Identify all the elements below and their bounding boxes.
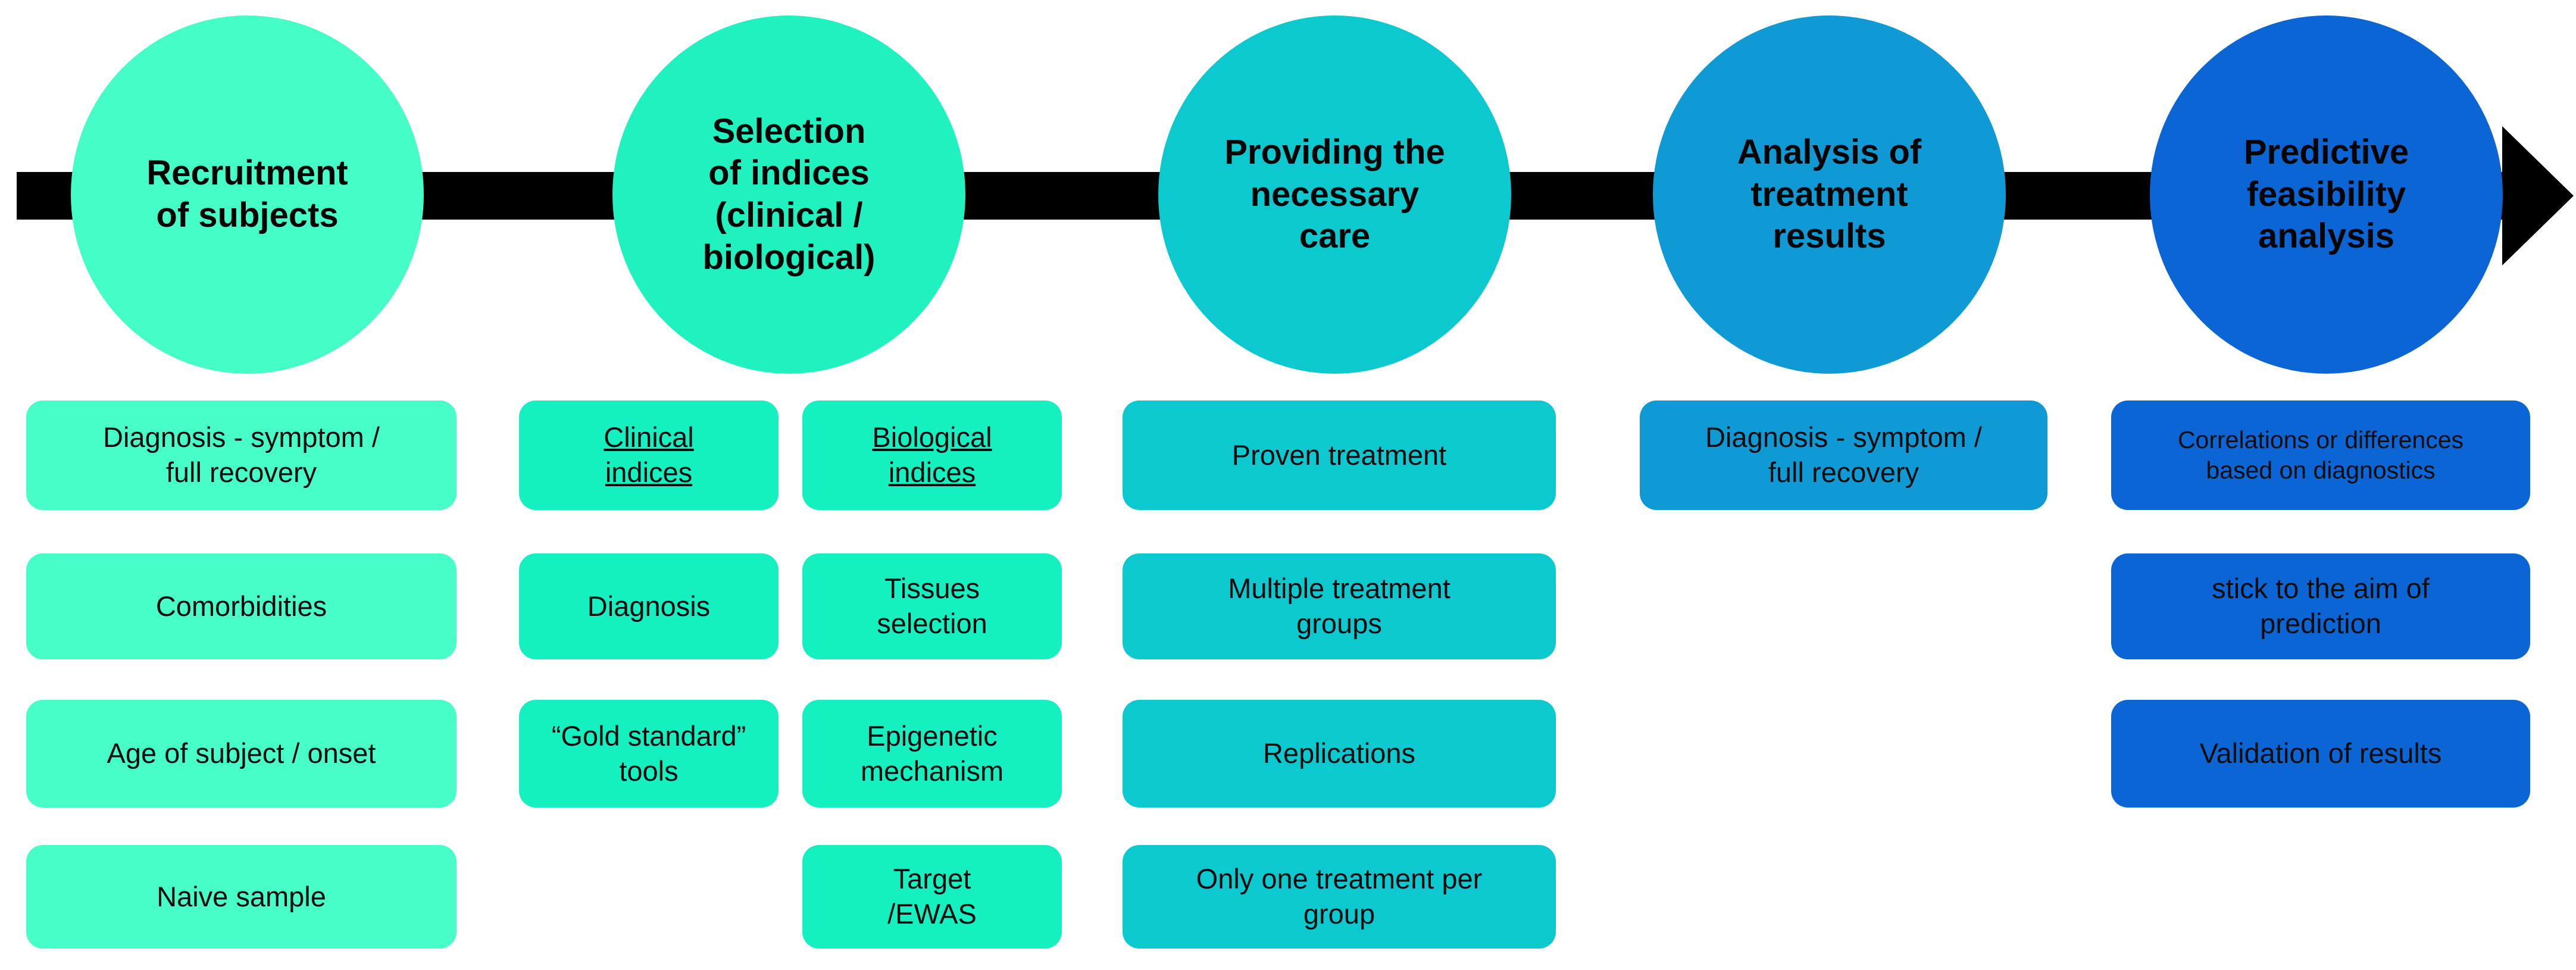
detail-box: Validation of results bbox=[2111, 700, 2530, 808]
detail-box: stick to the aim of prediction bbox=[2111, 553, 2530, 659]
detail-box: Only one treatment per group bbox=[1123, 845, 1556, 949]
detail-box-biological-indices-header: Biological indices bbox=[802, 400, 1062, 510]
detail-box: Diagnosis bbox=[519, 553, 779, 659]
detail-box-label: Proven treatment bbox=[1231, 439, 1447, 471]
stage-circle-providing-care: Providing the necessary care bbox=[1158, 15, 1511, 374]
detail-box-label: Replications bbox=[1262, 737, 1416, 769]
stage-circle-selection-of-indices: Selection of indices (clinical / biologi… bbox=[612, 15, 965, 374]
detail-box-label: Biological indices bbox=[872, 421, 992, 488]
detail-box: Correlations or differences based on dia… bbox=[2111, 400, 2530, 510]
detail-box: Comorbidities bbox=[26, 553, 457, 659]
detail-box: Multiple treatment groups bbox=[1123, 553, 1556, 659]
detail-box: Age of subject / onset bbox=[26, 700, 457, 808]
detail-box-label: Naive sample bbox=[157, 880, 326, 912]
detail-box-label: Epigenetic mechanism bbox=[860, 719, 1004, 787]
stage-title: Providing the necessary care bbox=[1224, 132, 1445, 256]
stage-circle-recruitment: Recruitment of subjects bbox=[71, 15, 424, 374]
stage-title: Predictive feasibility analysis bbox=[2243, 132, 2409, 256]
detail-box-label: Only one treatment per group bbox=[1196, 863, 1483, 930]
detail-box: Diagnosis - symptom / full recovery bbox=[26, 400, 457, 510]
stage-circle-analysis-results: Analysis of treatment results bbox=[1653, 15, 2006, 374]
stage-title: Recruitment of subjects bbox=[146, 154, 348, 234]
stage-title: Selection of indices (clinical / biologi… bbox=[702, 111, 876, 277]
stage-circle-predictive-feasibility: Predictive feasibility analysis bbox=[2150, 15, 2503, 374]
flow-arrow-head bbox=[2502, 126, 2574, 265]
detail-box: Proven treatment bbox=[1123, 400, 1556, 510]
detail-box-label: Diagnosis bbox=[587, 590, 711, 622]
detail-box-label: Clinical indices bbox=[604, 421, 694, 488]
detail-box-label: Age of subject / onset bbox=[107, 737, 376, 769]
detail-box-label: Tissues selection bbox=[877, 572, 987, 639]
detail-box-label: Validation of results bbox=[2199, 737, 2442, 769]
stage-title: Analysis of treatment results bbox=[1737, 132, 1922, 256]
detail-box: Target /EWAS bbox=[802, 845, 1062, 949]
detail-box: Epigenetic mechanism bbox=[802, 700, 1062, 808]
detail-box: Replications bbox=[1123, 700, 1556, 808]
detail-box-label: Correlations or differences based on dia… bbox=[2177, 425, 2464, 484]
detail-box: Tissues selection bbox=[802, 553, 1062, 659]
detail-box-label: Multiple treatment groups bbox=[1228, 572, 1450, 639]
detail-box-clinical-indices-header: Clinical indices bbox=[519, 400, 779, 510]
detail-box-label: Diagnosis - symptom / full recovery bbox=[1705, 421, 1982, 488]
detail-box-label: stick to the aim of prediction bbox=[2212, 572, 2430, 639]
detail-box-label: Diagnosis - symptom / full recovery bbox=[103, 421, 380, 488]
detail-box: “Gold standard” tools bbox=[519, 700, 779, 808]
detail-box: Naive sample bbox=[26, 845, 457, 949]
detail-box-label: “Gold standard” tools bbox=[551, 719, 746, 787]
detail-box-label: Target /EWAS bbox=[887, 863, 977, 930]
detail-box-label: Comorbidities bbox=[155, 590, 327, 622]
detail-box: Diagnosis - symptom / full recovery bbox=[1640, 400, 2047, 510]
